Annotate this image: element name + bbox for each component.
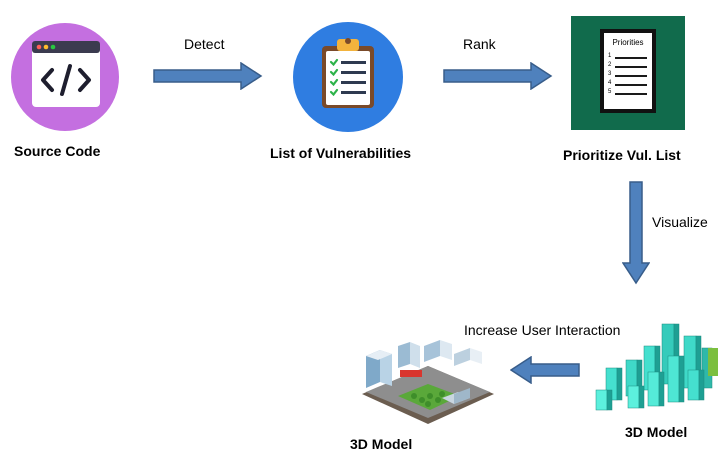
priority-number-5: 5 (608, 89, 612, 95)
prioritize-node: Priorities 1 2 3 4 5 (571, 16, 685, 130)
clipboard-checklist-icon (293, 22, 403, 132)
priority-number-3: 3 (608, 71, 612, 77)
interaction-label: Increase User Interaction (464, 322, 621, 338)
visualize-arrow (622, 181, 650, 285)
interaction-arrow (510, 356, 580, 384)
bars-model-label: 3D Model (625, 424, 688, 440)
priority-number-1: 1 (608, 53, 612, 59)
vulnerabilities-node (291, 22, 407, 132)
priorities-card-title: Priorities (612, 38, 644, 47)
city-model-label: 3D Model (350, 436, 413, 452)
city-model-node (358, 336, 498, 426)
bars-model-node (592, 320, 720, 414)
priority-number-4: 4 (608, 80, 612, 86)
rank-label: Rank (463, 36, 496, 52)
visualize-label: Visualize (652, 214, 708, 230)
source-code-label: Source Code (14, 143, 101, 159)
detect-label: Detect (184, 36, 225, 52)
priority-number-2: 2 (608, 62, 612, 68)
code-window-icon (11, 23, 119, 131)
3d-city-icon (362, 340, 494, 424)
source-code-node (8, 22, 124, 132)
vulnerabilities-label: List of Vulnerabilities (270, 145, 412, 161)
3d-bar-chart-icon (595, 323, 718, 411)
priority-list-icon (600, 29, 656, 113)
prioritize-label: Prioritize Vul. List (563, 147, 681, 163)
detect-arrow (153, 62, 263, 90)
rank-arrow (443, 62, 553, 90)
